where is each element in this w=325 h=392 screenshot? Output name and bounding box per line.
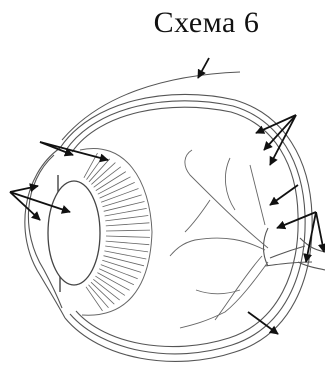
ciliary-fiber xyxy=(103,195,142,207)
arrow-retina xyxy=(270,185,298,205)
arrow-nerve-1 xyxy=(277,212,316,228)
ciliary-fiber xyxy=(105,216,148,221)
ciliary-fiber xyxy=(101,189,138,203)
ciliary-fiber xyxy=(106,223,150,226)
ciliary-fiber xyxy=(106,236,150,237)
eyelid-line xyxy=(62,72,240,140)
arrow-iris xyxy=(10,186,38,192)
arrow-nerve-3 xyxy=(316,212,324,252)
ciliary-fiber xyxy=(105,246,148,252)
retina-layer xyxy=(72,107,298,346)
optic-nerve xyxy=(264,228,325,270)
retinal-vessels xyxy=(170,150,268,328)
choroid-layer xyxy=(66,101,305,354)
ciliary-fiber xyxy=(106,230,150,231)
ciliary-fiber xyxy=(106,241,150,245)
arrow-nerve-2 xyxy=(306,212,316,262)
arrow-wall-1 xyxy=(256,115,296,133)
arrow-ciliary-2 xyxy=(40,142,108,160)
ciliary-fiber xyxy=(102,260,141,272)
lens xyxy=(48,181,100,285)
arrow-vessel xyxy=(248,312,278,334)
